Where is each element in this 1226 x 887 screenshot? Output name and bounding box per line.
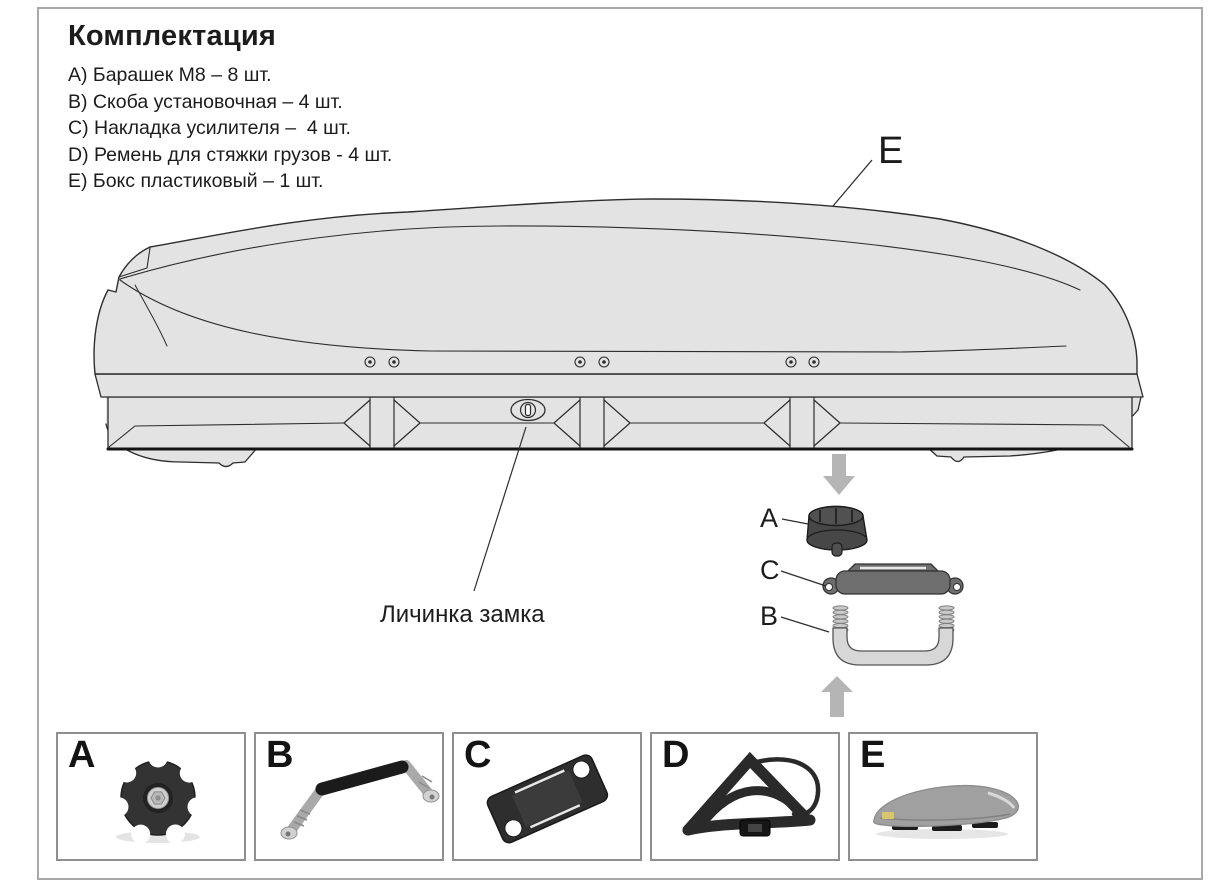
thumb-wing-knob: A xyxy=(56,732,246,861)
thumb-cargo-strap: D xyxy=(650,732,840,861)
parts-list-item-a: A) Барашек М8 – 8 шт. xyxy=(68,64,272,86)
lock-cylinder-icon xyxy=(510,398,546,422)
thumb-letter-e: E xyxy=(860,734,886,776)
arrow-up-icon xyxy=(821,676,853,717)
roof-box-base-band xyxy=(106,396,1134,451)
u-bolt-drawing xyxy=(832,605,955,666)
page-title: Комплектация xyxy=(68,20,276,52)
parts-list-item-c: C) Накладка усилителя – 4 шт. xyxy=(68,117,351,139)
lock-callout: Личинка замка xyxy=(380,426,545,628)
parts-list-item-d: D) Ремень для стяжки грузов - 4 шт. xyxy=(68,143,393,166)
thumb-letter-d: D xyxy=(662,734,690,776)
lid-upper-seam xyxy=(119,225,1081,291)
reinforcement-plate-photo xyxy=(486,754,609,844)
thumb-reinforcement-plate: C xyxy=(452,732,642,861)
assembly-detail: A C xyxy=(760,454,964,717)
wing-knob-photo xyxy=(109,748,207,844)
lid-nose-crease xyxy=(118,247,151,278)
plastic-box-photo xyxy=(873,784,1020,839)
arrow-down-icon xyxy=(823,454,855,495)
box-callout: E xyxy=(832,130,903,207)
roof-box-illustration xyxy=(93,198,1144,468)
cargo-strap-photo xyxy=(682,751,821,837)
thumb-letter-b: B xyxy=(266,734,294,776)
parts-list-item-b: B) Скоба установочная – 4 шт. xyxy=(68,90,343,113)
wing-nut-drawing xyxy=(806,505,868,557)
parts-list-item-e: E) Бокс пластиковый – 1 шт. xyxy=(68,170,324,192)
band-bracket-2 xyxy=(553,396,631,450)
thumb-letter-c: C xyxy=(464,734,492,776)
reinforcement-plate-drawing xyxy=(822,563,964,595)
component-photo-strip: A B xyxy=(56,732,1038,861)
thumb-letter-a: A xyxy=(68,734,96,776)
plate-callout-label: C xyxy=(760,555,780,585)
roof-box-diagram: E Личинка замка A xyxy=(93,130,1144,717)
roof-box-shell xyxy=(93,198,1138,375)
thumb-mounting-bracket: B xyxy=(254,732,444,861)
band-bracket-1 xyxy=(343,396,421,450)
roof-box-rim-strip xyxy=(94,373,1144,398)
parts-list: A) Барашек М8 – 8 шт. B) Скоба установоч… xyxy=(68,62,392,195)
box-callout-label: E xyxy=(878,130,903,172)
mounting-bracket-photo xyxy=(280,760,440,840)
thumb-plastic-box: E xyxy=(848,732,1038,861)
bracket-callout-label: B xyxy=(760,601,778,631)
lid-front-crease xyxy=(134,284,168,347)
knob-callout: A xyxy=(760,503,809,533)
lock-callout-label: Личинка замка xyxy=(380,601,545,628)
band-bracket-3 xyxy=(763,396,841,450)
knob-callout-label: A xyxy=(760,503,778,533)
bracket-callout: B xyxy=(760,601,830,633)
rivet-icons xyxy=(364,356,820,368)
lid-lower-seam xyxy=(119,279,1067,353)
plate-callout: C xyxy=(760,555,827,587)
